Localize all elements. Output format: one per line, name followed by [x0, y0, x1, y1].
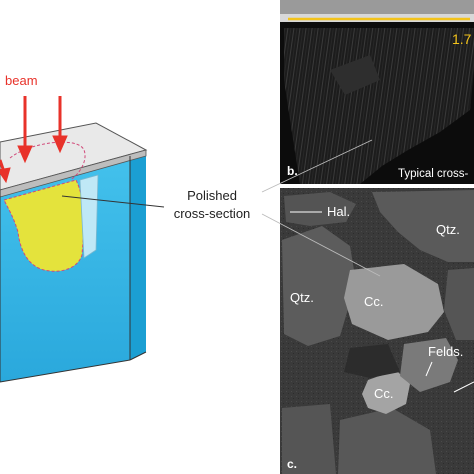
- block-edge: [129, 351, 147, 361]
- panel-b-scale-value: 1.7: [452, 31, 472, 47]
- callout-line-schematic: [61, 195, 165, 208]
- block-top-edge: [0, 149, 147, 198]
- label-qtz-left: Qtz.: [290, 290, 314, 305]
- felds-pointer: [425, 361, 433, 377]
- panel-b-texture-patch: [330, 55, 380, 95]
- polished-cross-section-label-line1: Polished: [187, 188, 237, 203]
- polished-cross-section-label-line2: cross-section: [174, 206, 251, 221]
- grain-cc-lower: [362, 370, 410, 414]
- ion-beam-arrows: [0, 96, 68, 184]
- grain-qtz-top: [372, 190, 474, 262]
- fib-schematic: beam Polished cross-section: [0, 73, 251, 383]
- panel-b-caption: Typical cross-: [398, 168, 468, 180]
- label-felds: Felds.: [428, 344, 463, 359]
- grain-cc-center: [344, 264, 444, 340]
- label-cc-lower: Cc.: [374, 386, 394, 401]
- polished-face: [79, 174, 99, 259]
- beam-footprint: [9, 141, 86, 181]
- grain-bottom-mid: [338, 408, 436, 474]
- label-qtz-top: Qtz.: [436, 222, 460, 237]
- panel-b: 1.7 b. Typical cross-: [280, 0, 474, 184]
- label-hal: Hal.: [327, 204, 350, 219]
- panel-divider: [280, 184, 474, 188]
- panel-c: Hal. Qtz. Qtz. Cc. Felds. Cc. c.: [261, 139, 474, 474]
- block-edge: [0, 359, 131, 383]
- panel-c-letter: c.: [287, 457, 297, 471]
- grain-top-left: [284, 192, 356, 226]
- grain-bottom-left: [282, 404, 336, 474]
- grain-qtz-left: [282, 226, 356, 346]
- panel-b-letter: b.: [287, 164, 298, 178]
- grain-felds: [400, 338, 458, 392]
- label-cc-center: Cc.: [364, 294, 384, 309]
- beam-label: beam: [5, 73, 38, 88]
- panel-b-trench-wall: [284, 28, 474, 184]
- block-side-face: [130, 150, 146, 360]
- pore: [344, 344, 400, 378]
- grain-right-mid: [444, 268, 474, 340]
- callout-line-panel-c: [261, 213, 381, 277]
- right-pointer: [453, 381, 474, 393]
- callout-line-panel-b: [261, 139, 373, 193]
